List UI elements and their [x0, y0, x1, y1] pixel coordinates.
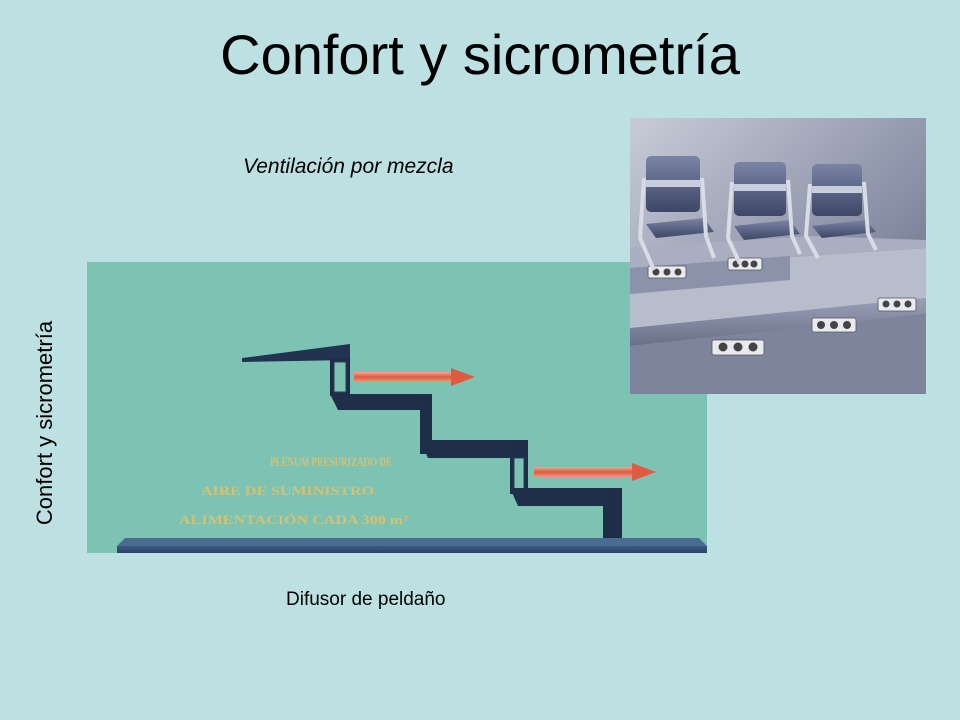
- diffuser-grille: [811, 317, 857, 333]
- side-label-text: Confort y sicrometría: [31, 320, 57, 525]
- diffuser-grille: [877, 297, 917, 312]
- side-label: Confort y sicrometría: [22, 300, 67, 545]
- slide-subtitle: Ventilación por mezcla: [243, 155, 454, 178]
- chair-3: [803, 164, 878, 259]
- plenum-label-line-1: PLENUM PRESURIZADO DE: [270, 455, 392, 469]
- step-diffuser-diagram: PLENUM PRESURIZADO DE AIRE DE SUMINISTRO…: [87, 262, 707, 553]
- airflow-arrow-lower: [534, 463, 656, 481]
- plenum-label-line-2: AIRE DE SUMINISTRO: [201, 484, 374, 498]
- chair-1: [637, 156, 716, 271]
- stair-plenum: [242, 344, 622, 538]
- diffuser-grille: [647, 265, 687, 279]
- airflow-arrow-upper: [354, 368, 475, 386]
- slide-title: Confort y sicrometría: [220, 23, 740, 86]
- diffuser-grille: [711, 339, 765, 356]
- diagram-caption: Difusor de peldaño: [286, 589, 446, 610]
- floor-slab: [117, 538, 707, 553]
- platform-tiers: [630, 236, 926, 394]
- chair-2: [725, 162, 802, 265]
- diffuser-grille: [727, 257, 763, 271]
- plenum-label-line-3: ALIMENTACIÓN CADA 300 m²: [179, 513, 408, 527]
- seating-photo: [630, 118, 926, 394]
